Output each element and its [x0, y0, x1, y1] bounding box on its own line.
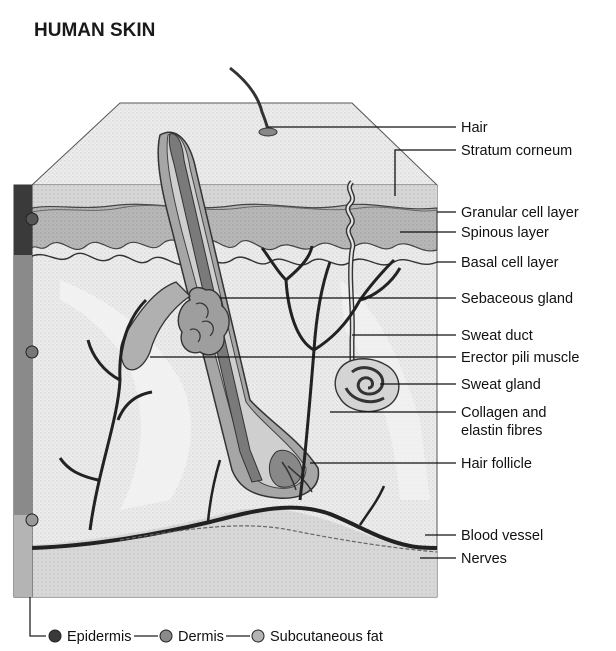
legend-swatch-dermis: [160, 630, 172, 642]
layer-bar-subcutaneous: [14, 515, 32, 597]
legend-epidermis: Epidermis: [67, 629, 131, 645]
layer-marker-epidermis: [26, 213, 38, 225]
layer-bar-dermis: [14, 255, 32, 515]
legend-swatch-subcutaneous: [252, 630, 264, 642]
label-blood-vessel: Blood vessel: [461, 528, 543, 544]
label-basal-cell-layer: Basal cell layer: [461, 255, 559, 271]
hair-exit-point: [259, 128, 277, 136]
label-collagen-line1: Collagen and: [461, 405, 546, 421]
legend: Epidermis Dermis Subcutaneous fat: [49, 629, 383, 645]
legend-dermis: Dermis: [178, 629, 224, 645]
label-collagen-line2: elastin fibres: [461, 423, 542, 439]
layer-marker-dermis: [26, 346, 38, 358]
diagram-title: HUMAN SKIN: [34, 20, 155, 41]
label-hair: Hair: [461, 120, 488, 136]
skin-surface-top: [32, 103, 437, 185]
legend-swatch-epidermis: [49, 630, 61, 642]
label-stratum-corneum: Stratum corneum: [461, 143, 572, 159]
layer-bar-tail: [30, 597, 46, 636]
label-sebaceous-gland: Sebaceous gland: [461, 291, 573, 307]
layer-marker-subcutaneous: [26, 514, 38, 526]
label-sweat-gland: Sweat gland: [461, 377, 541, 393]
legend-subcutaneous-fat: Subcutaneous fat: [270, 629, 383, 645]
label-hair-follicle: Hair follicle: [461, 456, 532, 472]
label-spinous-layer: Spinous layer: [461, 225, 549, 241]
label-erector-pili-muscle: Erector pili muscle: [461, 350, 579, 366]
label-sweat-duct: Sweat duct: [461, 328, 533, 344]
label-granular-cell-layer: Granular cell layer: [461, 205, 579, 221]
label-nerves: Nerves: [461, 551, 507, 567]
